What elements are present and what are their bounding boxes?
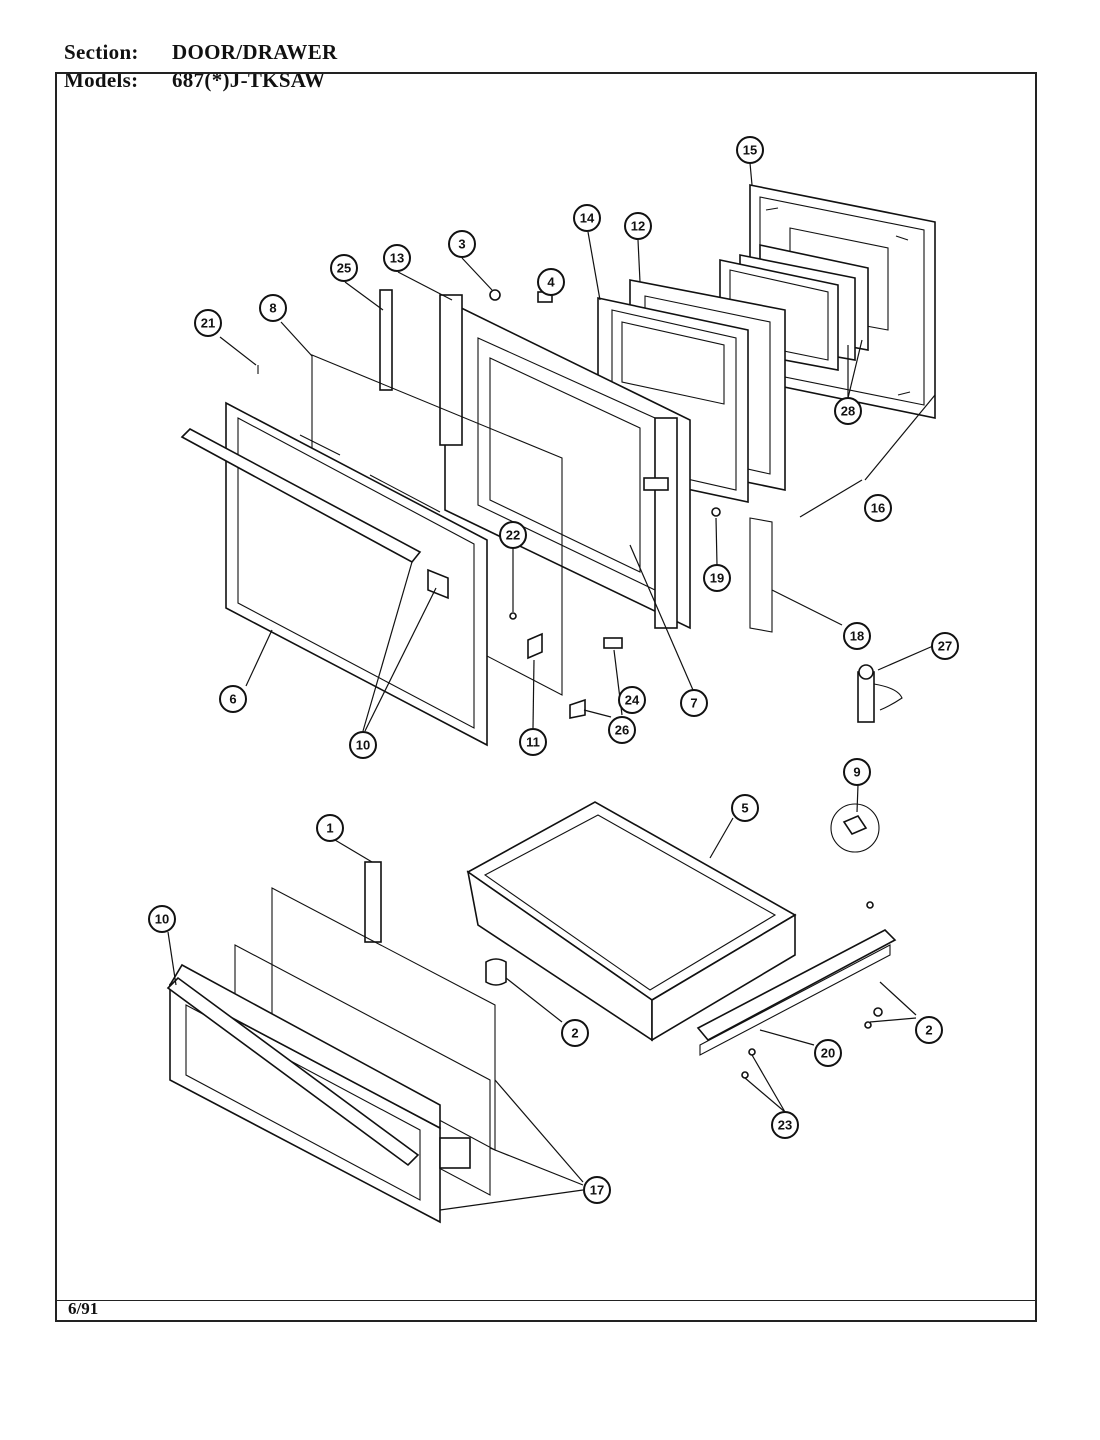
part-clip-9 bbox=[830, 803, 880, 853]
part-screw bbox=[489, 289, 501, 301]
part-drawer-box bbox=[466, 801, 797, 1042]
callout-24: 24 bbox=[618, 686, 646, 714]
footer-divider bbox=[55, 1300, 1037, 1301]
callout-13: 13 bbox=[383, 244, 411, 272]
svg-text:22: 22 bbox=[506, 528, 520, 543]
callout-10-drawer: 10 bbox=[148, 905, 176, 933]
callout-12: 12 bbox=[624, 212, 652, 240]
callout-19: 19 bbox=[703, 564, 731, 592]
svg-text:6: 6 bbox=[229, 692, 236, 707]
section-header: Section: DOOR/DRAWER bbox=[64, 40, 337, 65]
callout-27: 27 bbox=[931, 632, 959, 660]
part-pad-24 bbox=[603, 637, 623, 649]
callout-21: 21 bbox=[194, 309, 222, 337]
callout-5: 5 bbox=[731, 794, 759, 822]
svg-text:17: 17 bbox=[590, 1183, 604, 1198]
part-clip-22 bbox=[509, 612, 517, 620]
svg-text:4: 4 bbox=[547, 275, 555, 290]
callout-2-right: 2 bbox=[915, 1016, 943, 1044]
svg-text:21: 21 bbox=[201, 316, 215, 331]
part-strip bbox=[379, 289, 393, 391]
section-value: DOOR/DRAWER bbox=[172, 40, 338, 64]
callout-3: 3 bbox=[448, 230, 476, 258]
part-door-inner-assembly bbox=[439, 291, 691, 630]
callout-11: 11 bbox=[519, 728, 547, 756]
svg-text:9: 9 bbox=[853, 765, 860, 780]
callout-10-door: 10 bbox=[349, 731, 377, 759]
svg-text:26: 26 bbox=[615, 723, 629, 738]
diagram-frame bbox=[55, 72, 1037, 1322]
callout-15: 15 bbox=[736, 136, 764, 164]
svg-text:2: 2 bbox=[571, 1026, 578, 1041]
callout-25: 25 bbox=[330, 254, 358, 282]
svg-text:16: 16 bbox=[871, 501, 885, 516]
part-hinge bbox=[857, 664, 903, 723]
svg-text:19: 19 bbox=[710, 571, 724, 586]
svg-text:8: 8 bbox=[269, 301, 276, 316]
svg-text:18: 18 bbox=[850, 629, 864, 644]
part-drawer-bracket bbox=[364, 861, 382, 943]
svg-text:28: 28 bbox=[841, 404, 855, 419]
callout-6: 6 bbox=[219, 685, 247, 713]
part-bracket-26 bbox=[569, 698, 586, 719]
svg-text:24: 24 bbox=[625, 693, 640, 708]
callout-9: 9 bbox=[843, 758, 871, 786]
callout-16: 16 bbox=[864, 494, 892, 522]
callout-22: 22 bbox=[499, 521, 527, 549]
part-hinge-receiver bbox=[749, 517, 773, 633]
svg-text:5: 5 bbox=[741, 801, 748, 816]
callout-2-left: 2 bbox=[561, 1019, 589, 1047]
part-screw-9 bbox=[866, 901, 874, 909]
part-screw-19 bbox=[711, 507, 721, 517]
part-drawer-slide bbox=[696, 929, 897, 1042]
callout-17: 17 bbox=[583, 1176, 611, 1204]
callout-26: 26 bbox=[608, 716, 636, 744]
svg-text:7: 7 bbox=[690, 696, 697, 711]
part-glide-right bbox=[873, 1007, 883, 1017]
svg-text:15: 15 bbox=[743, 143, 757, 158]
svg-text:1: 1 bbox=[326, 821, 333, 836]
part-screw-23b bbox=[741, 1071, 749, 1079]
callout-7: 7 bbox=[680, 689, 708, 717]
callout-4: 4 bbox=[537, 268, 565, 296]
svg-text:27: 27 bbox=[938, 639, 952, 654]
svg-text:2: 2 bbox=[925, 1023, 932, 1038]
callout-20: 20 bbox=[814, 1039, 842, 1067]
part-glide-right-2 bbox=[864, 1021, 872, 1029]
svg-text:3: 3 bbox=[458, 237, 465, 252]
svg-text:13: 13 bbox=[390, 251, 404, 266]
svg-text:12: 12 bbox=[631, 219, 645, 234]
svg-text:10: 10 bbox=[155, 912, 169, 927]
part-drawer-front bbox=[166, 887, 496, 1224]
callout-18: 18 bbox=[843, 622, 871, 650]
svg-text:25: 25 bbox=[337, 261, 351, 276]
svg-text:23: 23 bbox=[778, 1118, 792, 1133]
callout-8: 8 bbox=[259, 294, 287, 322]
part-screw-23a bbox=[748, 1048, 756, 1056]
svg-text:20: 20 bbox=[821, 1046, 835, 1061]
callout-23: 23 bbox=[771, 1111, 799, 1139]
part-door-handle bbox=[180, 428, 422, 564]
part-handle-bracket bbox=[427, 568, 449, 600]
part-clip-11 bbox=[527, 632, 543, 660]
svg-text:11: 11 bbox=[526, 735, 540, 750]
svg-text:14: 14 bbox=[580, 211, 595, 226]
part-drawer-slide-lower bbox=[699, 944, 891, 1056]
leader-lines bbox=[167, 162, 936, 1211]
footer-date: 6/91 bbox=[68, 1299, 99, 1318]
callout-28: 28 bbox=[834, 397, 862, 425]
callout-14: 14 bbox=[573, 204, 601, 232]
callout-1: 1 bbox=[316, 814, 344, 842]
section-label: Section: bbox=[64, 40, 139, 64]
part-glide bbox=[485, 958, 507, 986]
svg-text:10: 10 bbox=[356, 738, 370, 753]
